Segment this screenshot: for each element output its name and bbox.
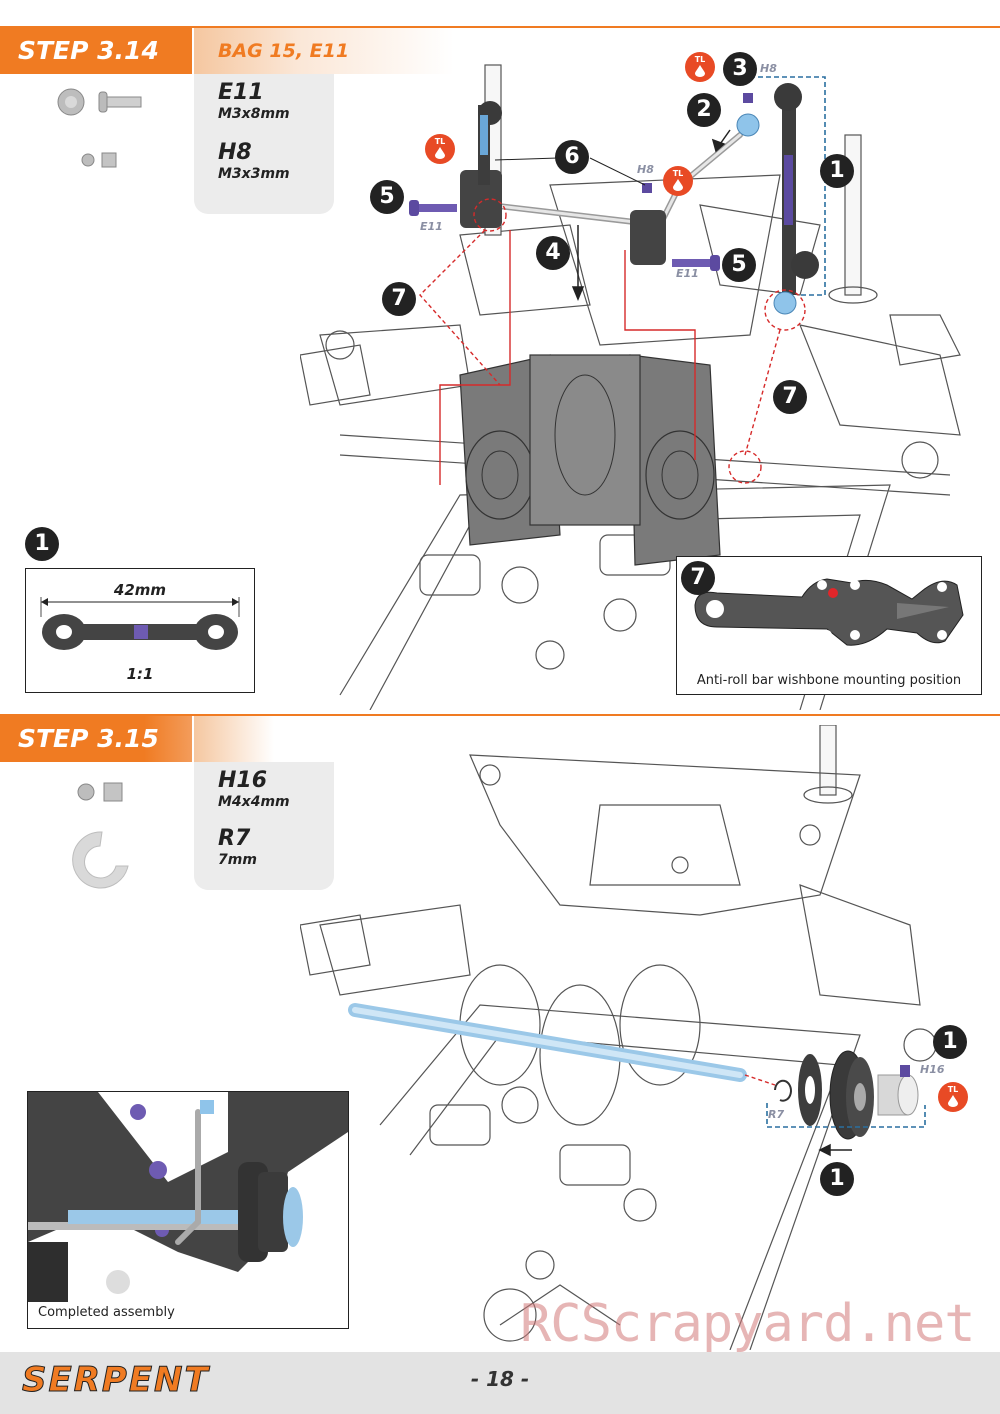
label-r7: R7 <box>768 1108 785 1121</box>
threadlock-icon-mid: TL <box>663 166 693 196</box>
part-code-e11: E11 <box>218 80 264 105</box>
step-3-15-assembly-diagram <box>300 725 937 1350</box>
part-size-h16: M4x4mm <box>218 794 290 810</box>
callout-1-top: 1 <box>820 154 854 188</box>
link-scale-label: 1:1 <box>126 665 154 683</box>
parts-box-3-15: H16 M4x4mm R7 7mm <box>194 762 334 890</box>
threadlock-icon-h16: TL <box>938 1082 968 1112</box>
part-code-r7: R7 <box>218 826 251 851</box>
label-e11-left: E11 <box>420 220 443 233</box>
watermark: RCScrapyard.net <box>520 1294 976 1354</box>
label-h16: H16 <box>920 1063 945 1076</box>
label-h8-top: H8 <box>760 62 777 75</box>
wishbone-drawing <box>694 578 964 646</box>
grub-screw-h16-icon <box>77 782 123 802</box>
part-size-h8: M3x3mm <box>218 166 290 182</box>
callout-5-left: 5 <box>370 180 404 214</box>
mid-rule <box>0 714 1000 716</box>
brand-logo: SERPENT <box>22 1360 210 1401</box>
inset-wishbone-number: 7 <box>681 561 715 595</box>
inset-completed-assembly: Completed assembly <box>27 1091 349 1329</box>
callout-5-right: 5 <box>722 248 756 282</box>
bag-label: BAG 15, E11 <box>194 28 454 74</box>
completed-assembly-caption: Completed assembly <box>38 1305 175 1320</box>
top-rule <box>0 26 1000 28</box>
callout-6: 6 <box>555 140 589 174</box>
callout-4: 4 <box>536 236 570 270</box>
grub-screw-h8-icon <box>81 152 117 168</box>
footer-bar: SERPENT - 18 - <box>0 1352 1000 1414</box>
step-3-14-assembly-diagram <box>300 64 961 710</box>
parts-box-3-14: E11 M3x8mm H8 M3x3mm <box>194 74 334 214</box>
callout-1-pulley: 1 <box>820 1162 854 1196</box>
e-clip-r7-icon <box>72 831 129 889</box>
threadlock-icon-left: TL <box>425 134 455 164</box>
callout-7-right: 7 <box>773 380 807 414</box>
inset-link-length: 42mm 1:1 <box>25 568 255 693</box>
step-3-15-tab-fade <box>194 716 274 762</box>
inset-link-number: 1 <box>25 527 59 561</box>
part-code-h16: H16 <box>218 768 268 793</box>
inset-wishbone-mount: Anti-roll bar wishbone mounting position <box>676 556 982 695</box>
callout-1-h16: 1 <box>933 1025 967 1059</box>
part-size-r7: 7mm <box>218 852 257 868</box>
completed-assembly-drawing <box>28 1092 348 1302</box>
step-3-15-title: STEP 3.15 <box>0 716 192 762</box>
threadlock-icon-top: TL <box>685 52 715 82</box>
callout-7-left: 7 <box>382 282 416 316</box>
part-code-h8: H8 <box>218 140 252 165</box>
page-number: - 18 - <box>470 1367 530 1391</box>
label-h8-mid: H8 <box>637 163 654 176</box>
screw-e11-icon <box>57 88 142 116</box>
step-3-14-title: STEP 3.14 <box>0 28 192 74</box>
link-length-label: 42mm <box>113 581 167 599</box>
part-size-e11: M3x8mm <box>218 106 290 122</box>
callout-3: 3 <box>723 52 757 86</box>
wishbone-caption: Anti-roll bar wishbone mounting position <box>696 673 962 688</box>
callout-2: 2 <box>687 93 721 127</box>
turnbuckle-link-drawing <box>40 597 240 650</box>
label-e11-right: E11 <box>676 267 699 280</box>
